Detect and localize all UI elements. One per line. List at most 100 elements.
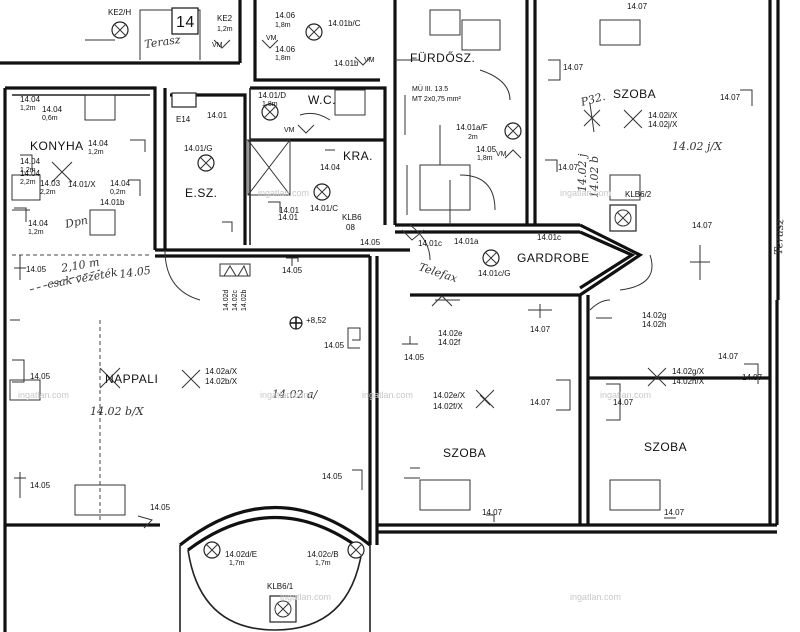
label-1406b: 14.06: [275, 45, 296, 54]
label-1407-d: 14.07: [627, 2, 648, 11]
note-nappali-05: 14.05: [119, 264, 152, 281]
ventilation-fans: [171, 92, 637, 623]
switch-symbols: [12, 39, 759, 529]
ceiling-outlet-szoba-top: [623, 109, 643, 129]
label-1401c-g2: 14.01c: [537, 233, 561, 242]
note-esz-ins: 14.02 b: [588, 156, 601, 198]
light-fixtures: [111, 21, 522, 559]
label-1401-esz2: 14.01: [279, 206, 300, 215]
label-1404-k2: 14.04: [42, 105, 63, 114]
note-szoba-code: 14.02 j/X: [672, 140, 723, 153]
room-nappali: NAPPALI: [105, 372, 158, 386]
note-terasz-right: Terasz: [772, 218, 786, 255]
label-vm4: VM: [284, 127, 295, 134]
watermark-1: ingatlan.com: [258, 188, 309, 198]
ceiling-outlet-szoba-right: [647, 367, 667, 387]
label-e14: E14: [176, 115, 191, 124]
label-vm1: VM: [212, 42, 223, 49]
label-1402g: 14.02g: [642, 311, 666, 320]
label-1402jx: 14.02j/X: [648, 120, 678, 129]
label-1407-i: 14.07: [718, 352, 739, 361]
label-1404-k2-height: 0,6m: [42, 115, 58, 122]
label-1405-n8: 14.05: [150, 503, 171, 512]
label-1407-j: 14.07: [482, 508, 503, 517]
label-1402de: 14.02d/E: [225, 550, 257, 559]
room-szoba-right: SZOBA: [644, 440, 687, 454]
label-1402bx: 14.02b/X: [205, 377, 238, 386]
label-1404-k4-height: 1,2m: [20, 167, 36, 174]
ceiling-outlet-szoba-mid: [475, 389, 495, 409]
fan-icon-klb61: [269, 595, 297, 623]
label-1402e: 14.02e: [438, 329, 463, 338]
label-1407-f: 14.07: [530, 325, 551, 334]
label-1402ex: 14.02e/X: [433, 391, 466, 400]
label-1407-g: 14.07: [530, 398, 551, 407]
label-1403-height: 2,2m: [40, 189, 56, 196]
walls: [0, 0, 780, 632]
label-1404-k7: 14.04: [28, 219, 49, 228]
label-1407-k: 14.07: [664, 508, 685, 517]
note-dpn: Dpn: [63, 213, 89, 231]
label-1401-esz: 14.01: [207, 111, 228, 120]
switch-icon: [14, 255, 26, 280]
note-mt: MT 2x0,75 mm²: [412, 96, 462, 103]
label-1405-n6: 14.05: [322, 472, 343, 481]
circuit-labels: 14 KE2/H KE2 1,2m 14.06 1,8m 14.06 1,8m …: [20, 2, 763, 591]
label-1401x: 14.01/X: [68, 180, 96, 189]
label-1402ix: 14.02i/X: [648, 111, 678, 120]
label-1405-fur: 14.05: [476, 145, 497, 154]
label-1401c-g: 14.01c: [418, 239, 442, 248]
ceiling-outlet-konyha: [51, 161, 73, 183]
watermark-7: ingatlan.com: [280, 592, 331, 602]
label-1405-fur-height: 1,8m: [477, 155, 493, 162]
room-konyha: KONYHA: [30, 139, 84, 153]
label-1405-n2: 14.05: [282, 266, 303, 275]
label-elevation: +8,52: [306, 316, 327, 325]
label-1404-k3-height: 1,2m: [88, 149, 104, 156]
label-vm5: VM: [496, 151, 507, 158]
label-1405-n7: 14.05: [404, 353, 425, 362]
label-1401d-height: 1,8m: [262, 101, 278, 108]
label-ke2-height: 1,2m: [217, 26, 233, 33]
watermark-6: ingatlan.com: [600, 390, 651, 400]
label-1402cb: 14.02c/B: [307, 550, 339, 559]
label-1402cb-height: 1,7m: [315, 560, 331, 567]
note-nappali-code: 14.02 b/X: [90, 405, 145, 418]
label-1401a-g: 14.01a: [454, 237, 479, 246]
label-1401-bath: 14.01: [278, 213, 299, 222]
note-szoba-top-code: 14.02 j: [576, 153, 589, 192]
label-1406a: 14.06: [275, 11, 296, 20]
watermark-4: ingatlan.com: [260, 390, 311, 400]
details: [9, 9, 661, 520]
label-1401c: 14.01/C: [310, 204, 338, 213]
label-1402d: 14.02d: [223, 289, 230, 311]
label-klb6: KLB6: [342, 213, 362, 222]
label-1405-n3: 14.05: [324, 341, 345, 350]
room-szoba-top: SZOBA: [613, 87, 656, 101]
label-1401b-k: 14.01b: [100, 198, 125, 207]
label-1403: 14.03: [40, 179, 61, 188]
label-1404-k5-height: 0,2m: [110, 189, 126, 196]
label-1402fx: 14.02f/X: [433, 402, 463, 411]
note-terasz-top: Terasz: [144, 33, 182, 51]
label-1402de-height: 1,7m: [229, 560, 245, 567]
label-1404-k4: 14.04: [20, 157, 41, 166]
room-names: KONYHA E.SZ. W.C. KRA. FÜRDŐSZ. GARDROBE…: [30, 50, 687, 460]
watermarks: ingatlan.com ingatlan.com ingatlan.com i…: [18, 188, 651, 602]
label-1402c: 14.02c: [232, 289, 239, 311]
ceiling-outlet-nappali: [99, 367, 121, 389]
label-klb62: KLB6/2: [625, 190, 652, 199]
note-szoba-pz: P32.: [578, 90, 606, 109]
label-1404-k3: 14.04: [88, 139, 109, 148]
label-vm3: VM: [364, 57, 375, 64]
watermark-5: ingatlan.com: [362, 390, 413, 400]
label-1405-n1: 14.05: [26, 265, 47, 274]
label-1404-k6: 14.04: [20, 169, 41, 178]
label-1404-k1-height: 1,2m: [20, 105, 36, 112]
label-1402hx: 14.02h/X: [672, 377, 705, 386]
label-1401af: 14.01a/F: [456, 123, 488, 132]
label-1407-h: 14.07: [613, 398, 634, 407]
watermark-2: ingatlan.com: [560, 188, 611, 198]
label-klb61: KLB6/1: [267, 582, 294, 591]
note-nappali-side: 14.02 a/: [272, 388, 319, 401]
